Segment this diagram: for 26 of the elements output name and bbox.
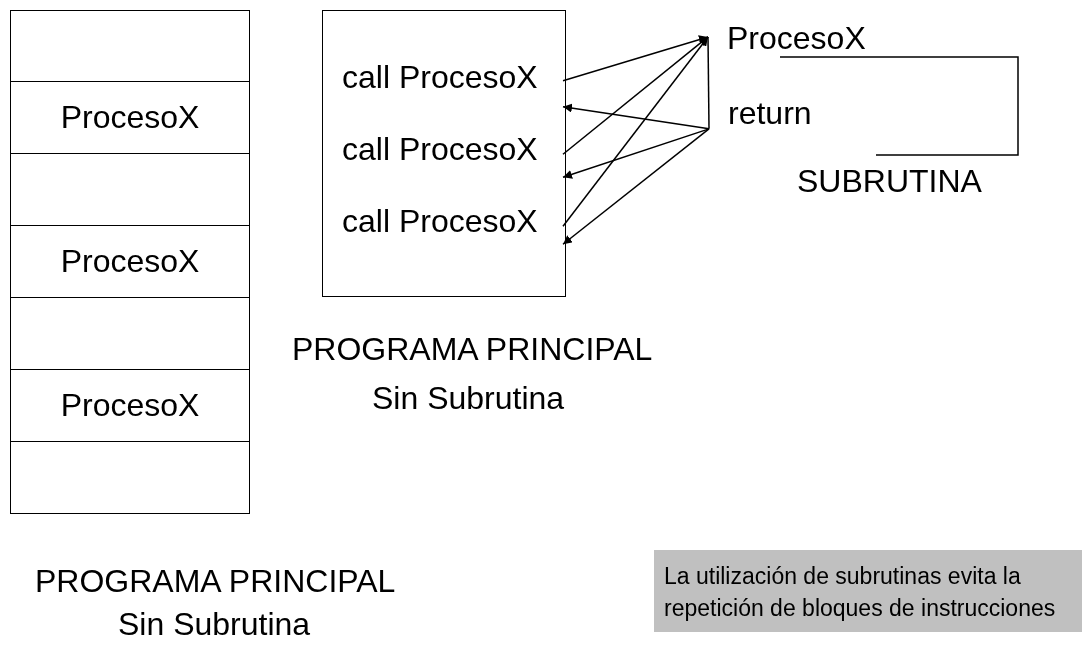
process-cell: ProcesoX — [10, 369, 250, 442]
note-box: La utilización de subrutinas evita la repetición de bloques de instrucciones — [654, 550, 1082, 632]
call-statement: call ProcesoX — [323, 119, 564, 191]
caption: PROGRAMA PRINCIPAL — [35, 563, 396, 600]
caption: Sin Subrutina — [118, 606, 311, 643]
arrow — [562, 36, 709, 156]
arrow — [562, 128, 710, 246]
section-caption: SUBRUTINA — [797, 163, 982, 200]
empty-cell — [10, 153, 250, 226]
empty-cell — [10, 441, 250, 514]
call-statement: call ProcesoX — [323, 47, 564, 119]
caption: Sin Subrutina — [372, 380, 565, 417]
caption: PROGRAMA PRINCIPAL — [292, 331, 653, 368]
arrow — [562, 103, 710, 130]
arrow — [562, 128, 710, 179]
arrow — [562, 35, 709, 82]
process-cell: ProcesoX — [10, 225, 250, 298]
empty-cell — [10, 297, 250, 370]
call-statement: call ProcesoX — [323, 191, 564, 263]
subroutine-name: ProcesoX — [707, 20, 897, 56]
connector-line — [707, 36, 710, 130]
arrow — [562, 36, 709, 228]
process-cell: ProcesoX — [10, 81, 250, 154]
empty-cell — [10, 10, 250, 82]
return-statement: return — [708, 95, 828, 131]
program-box — [322, 10, 566, 297]
